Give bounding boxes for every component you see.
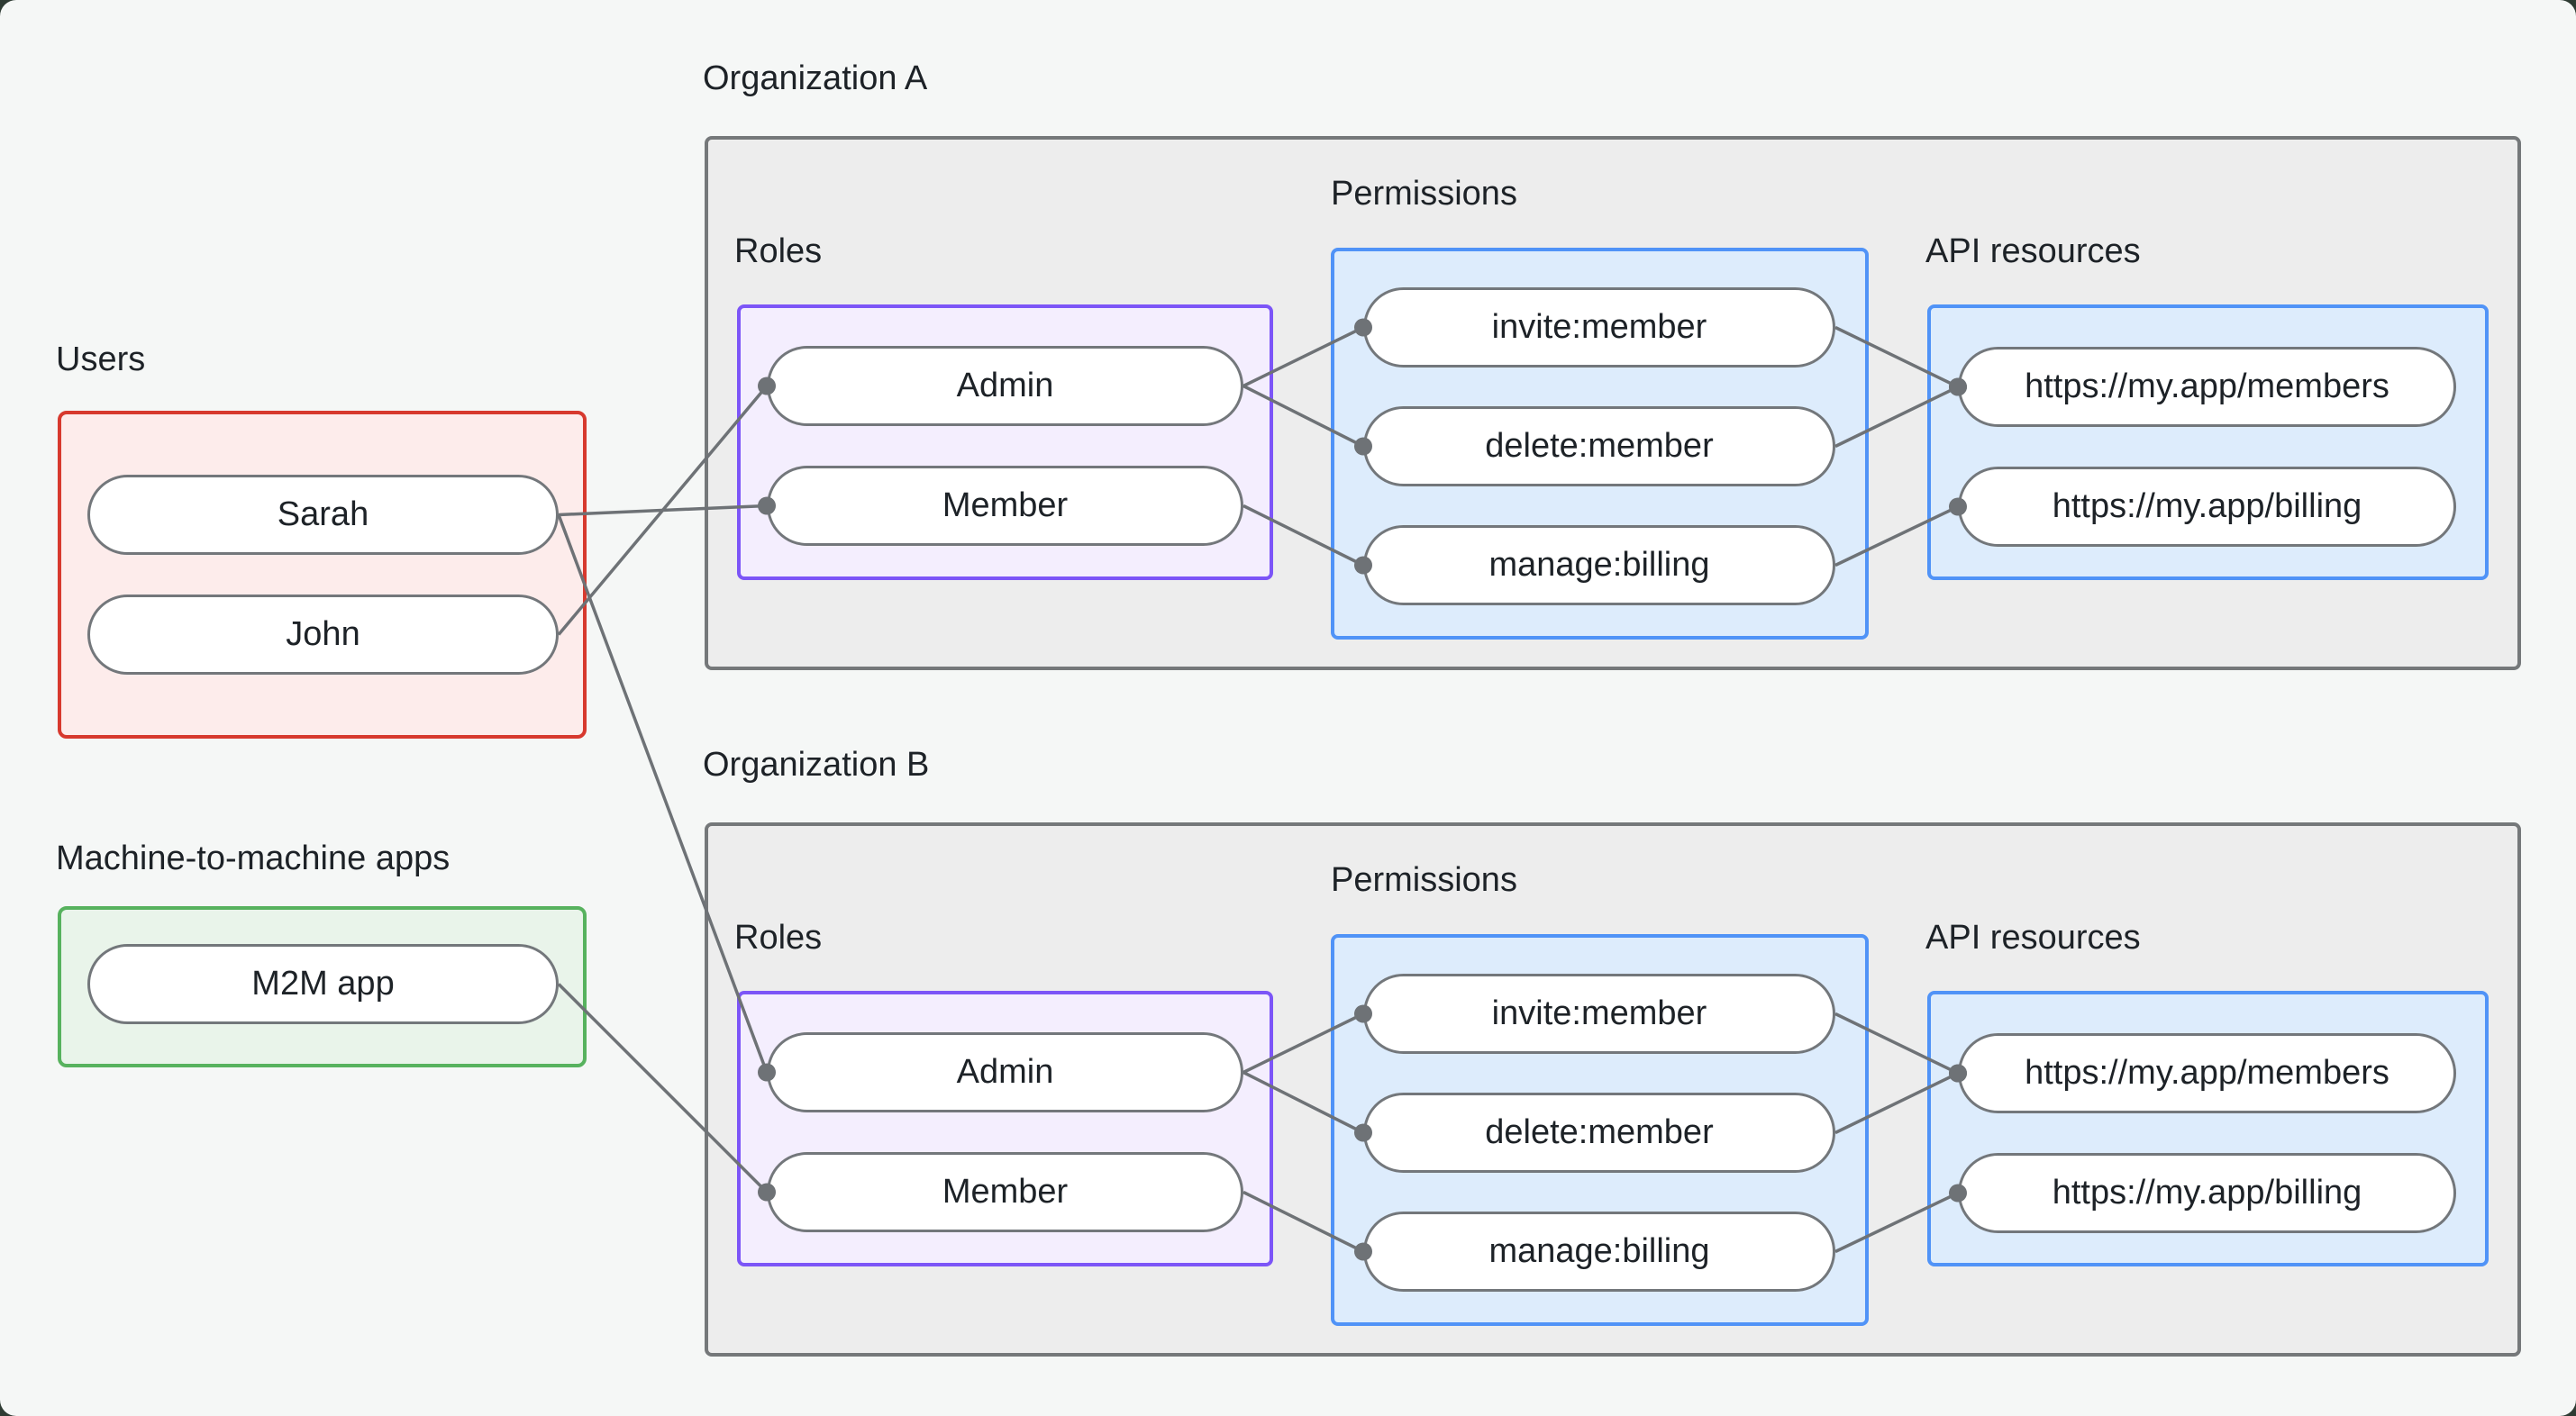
node-org-a-manage-billing: manage:billing (1363, 525, 1835, 605)
node-john: John (87, 595, 559, 675)
node-org-a-admin: Admin (767, 346, 1243, 426)
org-a-roles-label: Roles (734, 232, 823, 270)
node-m2m-app: M2M app (87, 944, 559, 1024)
node-org-b-api-members: https://my.app/members (1958, 1033, 2456, 1113)
org-a-api-label: API resources (1925, 232, 2141, 270)
users-group-label: Users (56, 340, 146, 378)
org-b-permissions-label: Permissions (1331, 861, 1517, 899)
node-org-b-admin: Admin (767, 1032, 1243, 1112)
node-org-a-delete-member: delete:member (1363, 406, 1835, 486)
org-a-title: Organization A (703, 59, 928, 97)
org-a-permissions-label: Permissions (1331, 175, 1517, 213)
node-org-a-api-members: https://my.app/members (1958, 347, 2456, 427)
m2m-group-label: Machine-to-machine apps (56, 840, 451, 877)
node-sarah: Sarah (87, 475, 559, 555)
node-org-a-api-billing: https://my.app/billing (1958, 467, 2456, 547)
org-b-roles-label: Roles (734, 919, 823, 957)
node-org-b-delete-member: delete:member (1363, 1093, 1835, 1173)
node-org-a-member: Member (767, 466, 1243, 546)
node-org-b-manage-billing: manage:billing (1363, 1212, 1835, 1292)
node-org-a-invite-member: invite:member (1363, 287, 1835, 368)
node-org-b-invite-member: invite:member (1363, 974, 1835, 1054)
node-org-b-api-billing: https://my.app/billing (1958, 1153, 2456, 1233)
org-b-api-label: API resources (1925, 919, 2141, 957)
users-group-box (58, 411, 587, 739)
org-b-title: Organization B (703, 746, 930, 784)
node-org-b-member: Member (767, 1152, 1243, 1232)
